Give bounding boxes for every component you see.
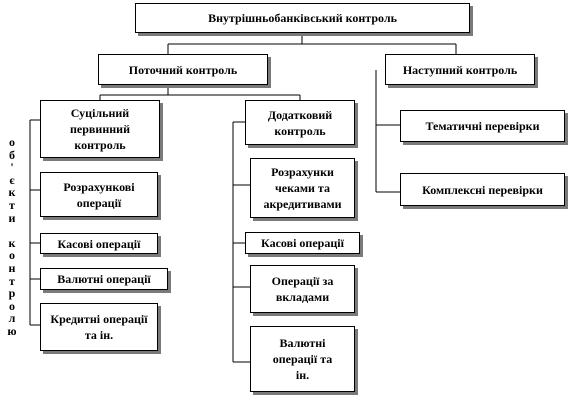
objects-label-char: ю — [7, 323, 17, 338]
continuous-control-box: Суцільний первинний контроль — [40, 100, 160, 158]
objects-label-char: т — [9, 197, 15, 212]
complex-checks-box: Комплексні перевірки — [400, 173, 565, 206]
currency-ops-mid-box: Валютні операції та ін. — [250, 326, 355, 392]
objects-label-char: л — [8, 311, 16, 326]
thematic-checks-box: Тематичні перевірки — [400, 110, 565, 142]
subsequent-control-label: Наступний контроль — [402, 62, 518, 77]
objects-label-char: ' — [10, 160, 14, 175]
root-box: Внутрішньобанківський контроль — [135, 3, 470, 33]
current-control-label: Поточний контроль — [128, 62, 238, 77]
continuous-control-label: Суцільний первинний контроль — [70, 106, 130, 152]
objects-label-char: є — [9, 172, 15, 187]
currency-ops-left-label: Валютні операції — [57, 272, 151, 286]
deposit-ops-label: Операції за вкладами — [271, 274, 334, 304]
additional-control-box: Додатковий контроль — [245, 100, 355, 145]
complex-checks-label: Комплексні перевірки — [422, 182, 543, 197]
additional-control-label: Додатковий контроль — [267, 107, 333, 138]
cash-ops-mid-box: Касові операції — [245, 232, 360, 254]
cheques-label: Розрахунки чеками та акредитивами — [263, 165, 342, 211]
subsequent-control-box: Наступний контроль — [385, 54, 535, 85]
settlement-ops-box: Розрахункові операції — [40, 172, 158, 217]
current-control-box: Поточний контроль — [98, 54, 268, 85]
cash-ops-mid-label: Касові операції — [261, 236, 344, 250]
credit-ops-box: Кредитні операції та ін. — [40, 303, 158, 351]
objects-label-char: о — [9, 248, 15, 263]
objects-label-char: н — [8, 260, 16, 275]
currency-ops-mid-label: Валютні операції та ін. — [272, 336, 333, 382]
cheques-box: Розрахунки чеками та акредитивами — [250, 158, 355, 218]
objects-label-char: о — [9, 135, 15, 149]
objects-label-char: т — [9, 273, 15, 288]
objects-label-char: о — [9, 298, 15, 313]
objects-label-char: к — [8, 185, 16, 200]
settlement-ops-label: Розрахункові операції — [63, 179, 135, 210]
objects-label-char: р — [8, 286, 16, 301]
objects-label-char: к — [8, 235, 16, 250]
deposit-ops-box: Операції за вкладами — [250, 265, 355, 313]
objects-label-char: и — [8, 210, 16, 225]
objects-label-char: б — [9, 147, 15, 162]
objects-label-char — [2, 224, 22, 237]
thematic-checks-label: Тематичні перевірки — [425, 119, 540, 133]
credit-ops-label: Кредитні операції та ін. — [50, 312, 148, 342]
cash-ops-left-box: Касові операції — [40, 233, 158, 254]
cash-ops-left-label: Касові операції — [57, 236, 141, 251]
currency-ops-left-box: Валютні операції — [40, 268, 168, 290]
root-label: Внутрішньобанківський контроль — [208, 11, 397, 25]
